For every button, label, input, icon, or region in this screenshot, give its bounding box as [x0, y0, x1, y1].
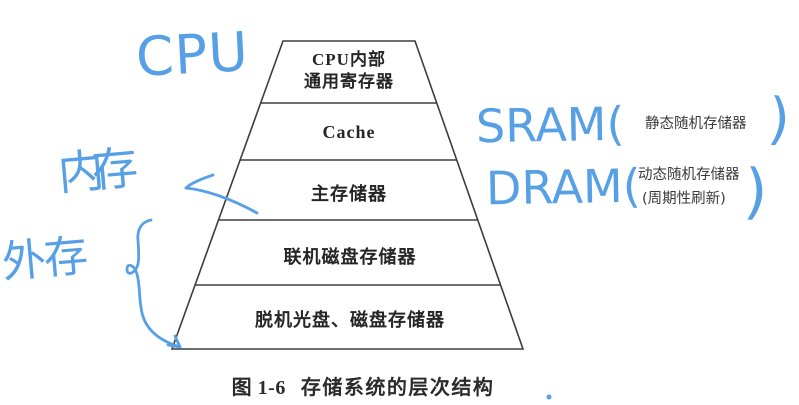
figure-caption: 图 1-6 存储系统的层次结构 — [232, 371, 495, 400]
level5-label: 脱机光盘、磁盘存储器 — [255, 310, 445, 330]
dram-typed-annotation-line1: 动态随机存储器 — [638, 167, 740, 183]
pyramid-outline — [170, 40, 525, 350]
level1-label-line2: 通用寄存器 — [304, 72, 394, 91]
ink-dot — [546, 394, 552, 400]
dram-typed-annotation-line2: (周期性刷新) — [642, 191, 726, 207]
sram-typed-annotation: 静态随机存储器 — [645, 116, 747, 132]
level1-label-line1: CPU内部 — [312, 50, 386, 69]
external-memory-brace-icon — [125, 218, 182, 349]
level4-label: 联机磁盘存储器 — [283, 247, 417, 267]
level2-label: Cache — [322, 122, 376, 142]
internal-memory-arrow-icon — [184, 173, 259, 215]
figure-title: 存储系统的层次结构 — [300, 377, 495, 399]
figure-number: 图 1-6 — [231, 377, 286, 399]
level3-label: 主存储器 — [311, 184, 387, 204]
